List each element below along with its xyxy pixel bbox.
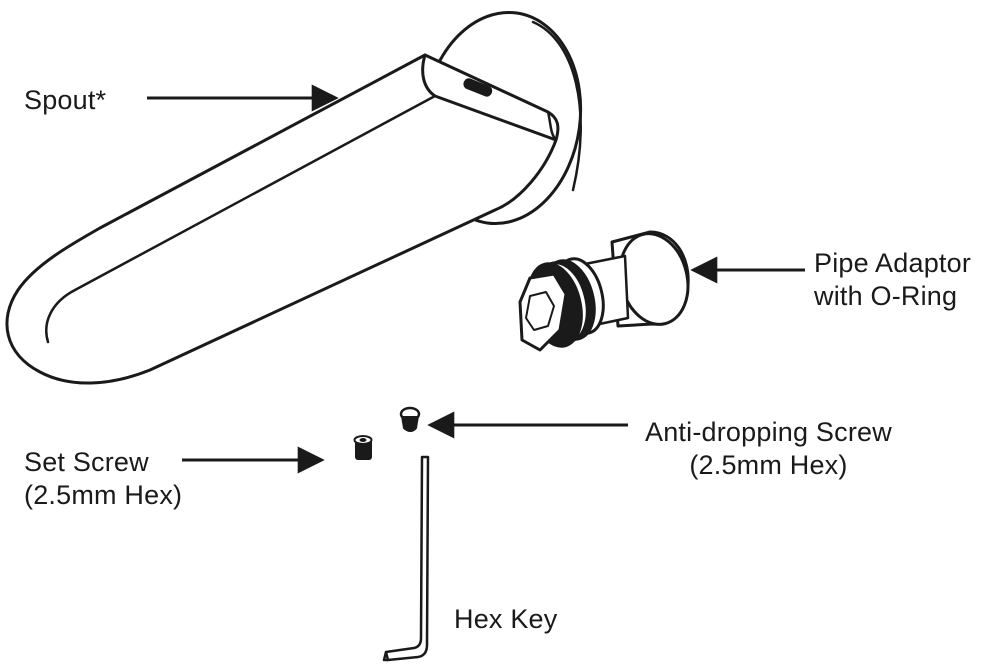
hex-key-label: Hex Key [454,604,558,634]
spout-drawing [5,10,583,385]
anti-dropping-screw-label-line1: Anti-dropping Screw [645,417,892,447]
pipe-adaptor-drawing [518,230,690,352]
pipe-adaptor-label: Pipe Adaptor with O-Ring [814,247,971,313]
arrows [147,84,805,474]
set-screw-drawing [353,435,373,460]
spout-label: Spout* [24,85,107,115]
anti-dropping-screw-label-line2: (2.5mm Hex) [689,450,848,480]
hex-key-drawing [382,455,430,662]
anti-dropping-screw-drawing [399,406,421,432]
pipe-adaptor-label-line2: with O-Ring [814,281,958,311]
pipe-adaptor-label-line1: Pipe Adaptor [814,248,972,278]
anti-dropping-screw-label: Anti-dropping Screw (2.5mm Hex) [645,416,892,482]
set-screw-label: Set Screw (2.5mm Hex) [24,446,182,512]
set-screw-label-line2: (2.5mm Hex) [24,480,183,510]
set-screw-label-line1: Set Screw [24,447,149,477]
